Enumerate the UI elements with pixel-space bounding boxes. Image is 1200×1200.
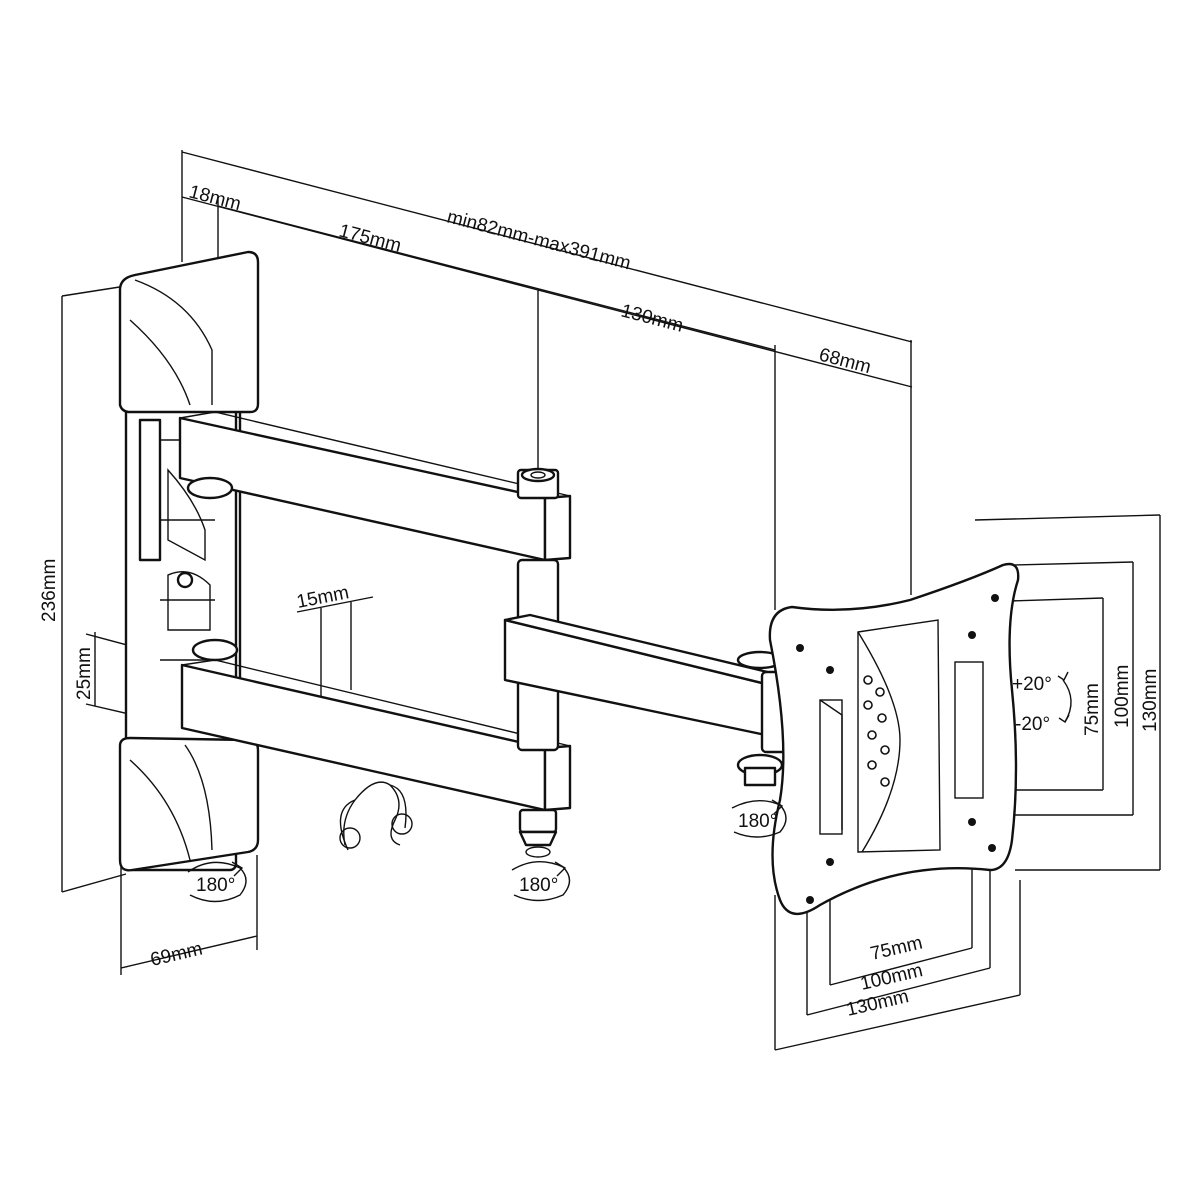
label-175mm: 175mm	[337, 221, 404, 257]
label-vesa-v100: 100mm	[1112, 665, 1133, 728]
label-tilt-down: -20°	[1015, 714, 1050, 735]
label-extension-range: min82mm-max391mm	[445, 207, 633, 275]
label-vesa-v75: 75mm	[1082, 683, 1103, 736]
label-rotation-head: 180°	[738, 811, 777, 832]
lower-arm	[180, 476, 572, 812]
label-69mm: 69mm	[148, 939, 204, 971]
label-15mm: 15mm	[295, 582, 351, 613]
label-25mm: 25mm	[74, 647, 95, 700]
upper-arm	[178, 411, 572, 562]
rotation-arrow-icon	[731, 799, 787, 838]
rotation-arrows	[187, 671, 1072, 903]
vesa-plate	[768, 562, 1020, 915]
label-236mm: 236mm	[39, 559, 60, 622]
label-vesa-h75: 75mm	[868, 933, 924, 965]
rotation-arrow-icon	[187, 861, 247, 903]
label-vesa-v130: 130mm	[1140, 669, 1161, 732]
label-rotation-wall: 180°	[196, 875, 235, 896]
label-68mm: 68mm	[817, 345, 873, 379]
vesa-holes	[796, 594, 999, 904]
label-130mm-arm: 130mm	[619, 301, 686, 337]
label-18mm: 18mm	[187, 182, 243, 216]
tilt-arrow-icon	[1057, 671, 1072, 723]
elbow-post	[516, 558, 560, 858]
label-tilt-up: +20°	[1012, 674, 1052, 695]
rotation-arrow-icon	[511, 861, 571, 902]
label-rotation-elbow: 180°	[519, 875, 558, 896]
wall-plate	[118, 250, 260, 872]
cable-clip	[339, 781, 413, 851]
